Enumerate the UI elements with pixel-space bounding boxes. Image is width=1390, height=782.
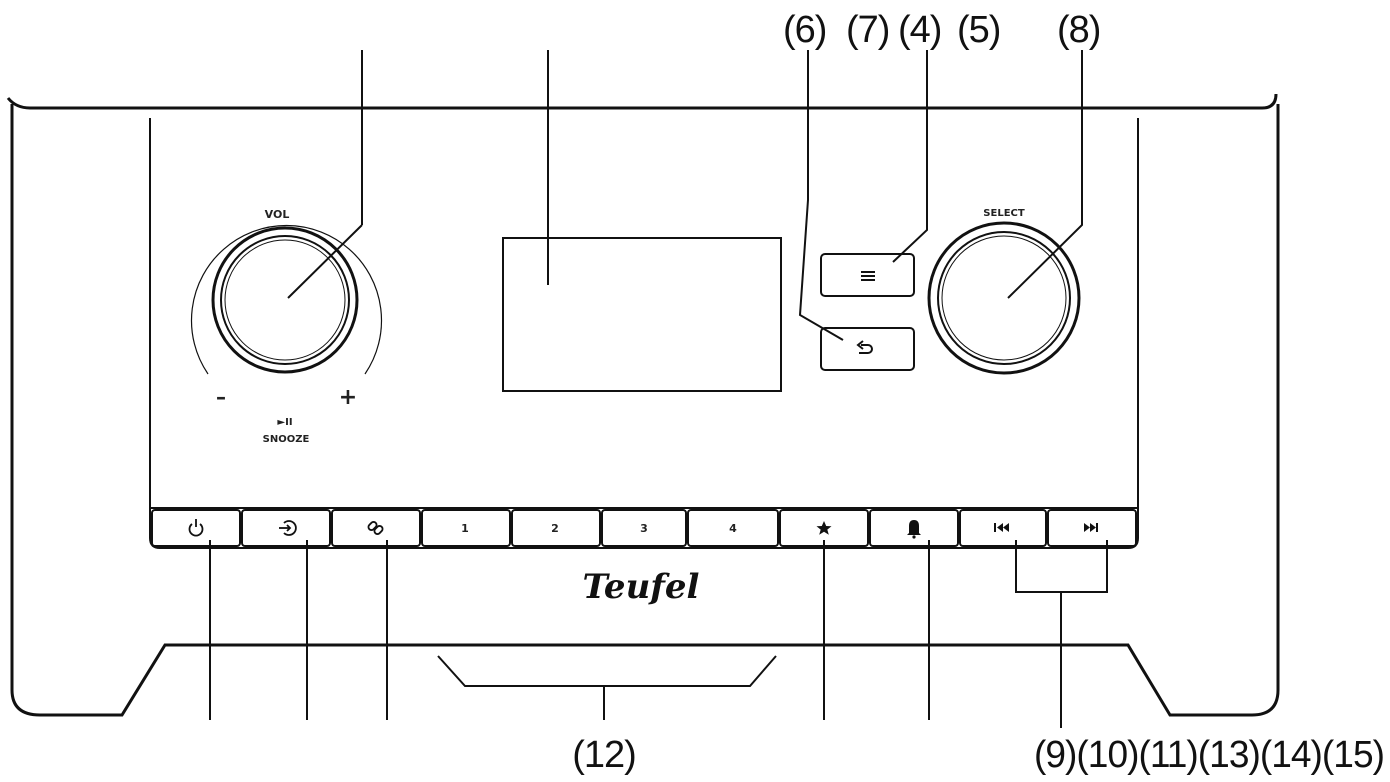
brand-logo: Teufel xyxy=(583,567,700,607)
leader-select-knob xyxy=(1007,50,1083,299)
back-arrow-icon xyxy=(856,340,873,354)
bottom-indent xyxy=(437,655,777,687)
device-body-outline xyxy=(10,104,1280,717)
volume-knob-outer xyxy=(211,226,359,374)
input-source-button[interactable] xyxy=(241,509,331,547)
snooze-label: SNOOZE xyxy=(263,434,310,445)
link-button[interactable] xyxy=(331,509,421,547)
alarm-bell-icon xyxy=(907,520,921,539)
volume-knob[interactable] xyxy=(190,224,383,375)
leader-menu-button xyxy=(892,50,928,263)
power-icon xyxy=(188,519,204,537)
menu-button[interactable] xyxy=(820,253,915,297)
preset-1-button[interactable] xyxy=(421,509,511,547)
callout-4: (4) xyxy=(898,9,941,51)
back-button[interactable] xyxy=(820,327,915,371)
preset-2-label: 2 xyxy=(551,522,559,535)
callout-7: (7) xyxy=(846,9,889,51)
button-row xyxy=(151,509,1137,547)
skip-back-icon xyxy=(994,523,1009,532)
link-icon xyxy=(367,521,384,535)
skip-forward-button[interactable] xyxy=(1047,509,1137,547)
select-knob-inner xyxy=(937,231,1071,365)
menu-icon xyxy=(861,271,875,281)
select-knob-inner-ring xyxy=(941,235,1067,361)
preset-3-label: 3 xyxy=(640,522,648,535)
select-knob-outer xyxy=(927,221,1081,375)
preset-2-button[interactable] xyxy=(511,509,601,547)
callout-6: (6) xyxy=(783,9,826,51)
callout-12: (12) xyxy=(572,734,636,776)
callout-5: (5) xyxy=(957,9,1000,51)
volume-arc xyxy=(190,224,383,375)
preset-1-label: 1 xyxy=(461,522,469,535)
device-top-edge xyxy=(6,93,1278,110)
skip-back-button[interactable] xyxy=(959,509,1047,547)
select-knob[interactable] xyxy=(927,221,1081,375)
preset-3-button[interactable] xyxy=(601,509,687,547)
leader-volume-knob-diag xyxy=(287,224,363,299)
leader-lines xyxy=(209,50,1108,728)
skip-forward-icon xyxy=(1084,523,1098,532)
vol-label: VOL xyxy=(265,208,290,221)
volume-knob-inner xyxy=(220,235,350,365)
alarm-button[interactable] xyxy=(869,509,959,547)
star-icon xyxy=(816,521,832,535)
preset-4-button[interactable] xyxy=(687,509,779,547)
power-button[interactable] xyxy=(151,509,241,547)
vol-minus-label: – xyxy=(216,385,226,409)
volume-knob-inner-ring xyxy=(224,239,346,361)
leader-back-button xyxy=(798,50,844,341)
callout-8: (8) xyxy=(1057,9,1100,51)
play-pause-label: ►II xyxy=(277,417,292,428)
callout-bottom-right: (9)(10)(11)(13)(14)(15) xyxy=(1034,734,1384,776)
input-source-icon xyxy=(279,520,297,536)
vol-plus-label: + xyxy=(339,385,357,410)
display-screen xyxy=(502,237,782,392)
preset-4-label: 4 xyxy=(729,522,737,535)
front-panel-outline xyxy=(149,118,1139,549)
select-label: SELECT xyxy=(983,208,1025,219)
